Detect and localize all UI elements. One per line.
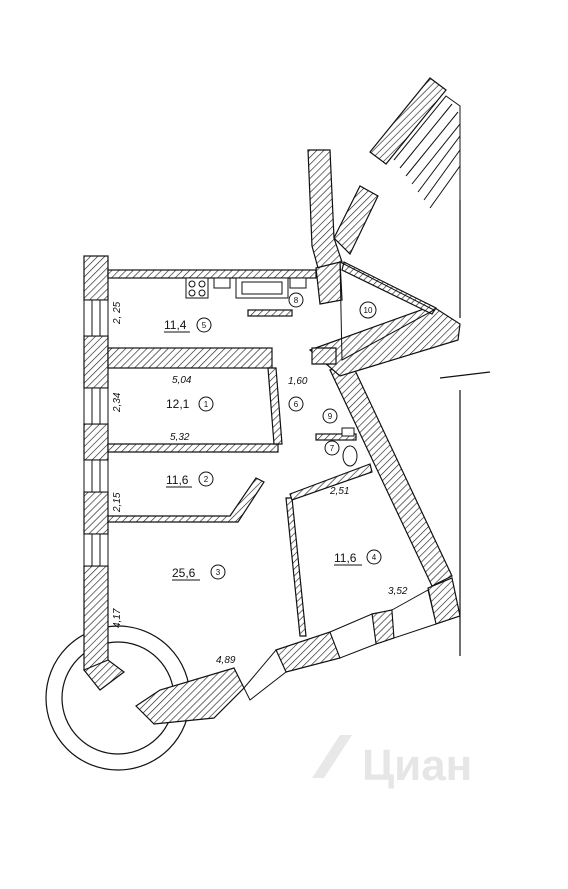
wall-hall-right — [311, 347, 337, 365]
room-3-label: 25,6 3 — [172, 564, 226, 581]
left-wall-mid2 — [83, 423, 109, 461]
room-10-outline — [339, 261, 436, 361]
frame-lines — [439, 200, 491, 656]
room-9-number: 9 — [328, 412, 333, 421]
wall-room1-right — [267, 367, 283, 445]
exterior-walls — [83, 77, 461, 725]
stair-wall-lower — [308, 305, 461, 377]
washbasin-icon — [289, 277, 307, 289]
wall-room1-room2 — [107, 443, 279, 453]
room-3-area: 25,6 — [172, 566, 196, 580]
dim-504: 5,04 — [172, 375, 192, 386]
bottom-wall-2 — [275, 631, 341, 673]
left-wall-mid3 — [83, 491, 109, 535]
room-6-number: 6 — [294, 400, 299, 409]
windows — [83, 299, 437, 701]
room-4-number: 4 — [372, 553, 377, 562]
dim-532: 5,32 — [170, 432, 190, 443]
dim-251: 2,51 — [329, 486, 349, 497]
wall-room3-room4 — [285, 497, 307, 637]
watermark-logo-icon — [312, 735, 352, 778]
room-5-number: 5 — [202, 321, 207, 330]
dim-234: 2,34 — [112, 392, 123, 413]
room-1-number: 1 — [204, 400, 209, 409]
left-wall-mid1 — [83, 335, 109, 389]
wall-room4-top — [289, 463, 373, 501]
bay-wall — [83, 659, 125, 691]
room-1-label: 12,1 1 — [166, 396, 214, 412]
stair-bottom-wall — [333, 185, 379, 256]
dim-417: 4,17 — [112, 608, 123, 628]
kitchen-fixtures — [185, 277, 358, 467]
dim-225: 2, 25 — [112, 301, 123, 325]
room-2-label: 11,6 2 — [166, 471, 214, 488]
room-10-label: 10 — [359, 301, 377, 319]
dim-489: 4,89 — [216, 655, 236, 666]
wall-kitchen-top — [107, 269, 317, 279]
room-1-area: 12,1 — [166, 397, 190, 411]
room-7-label: 7 — [324, 440, 340, 456]
small-room-wall — [315, 261, 343, 305]
dim-215: 2,15 — [112, 492, 123, 513]
left-wall-low — [83, 565, 109, 671]
room-3-number: 3 — [216, 568, 221, 577]
upper-central-wall — [307, 149, 343, 269]
toilet-icon — [342, 445, 358, 467]
room-8-number: 8 — [294, 296, 299, 305]
left-wall-top — [83, 255, 109, 301]
room-10-number: 10 — [364, 306, 373, 315]
room-6-label: 6 — [288, 396, 304, 412]
room-5-area: 11,4 — [164, 318, 187, 332]
watermark: Циан — [312, 735, 472, 790]
staircase — [393, 95, 461, 209]
room-9-label: 9 — [322, 408, 338, 424]
dim-160: 1,60 — [288, 376, 308, 387]
wall-kitchen-room1 — [107, 347, 273, 369]
room-4-area: 11,6 — [334, 551, 357, 565]
room-4-label: 11,6 4 — [334, 549, 382, 566]
sink-icon — [213, 277, 231, 289]
room-8-label: 8 — [288, 292, 304, 308]
watermark-text: Циан — [362, 741, 472, 790]
room-2-area: 11,6 — [166, 473, 189, 487]
stair-wall-upper — [369, 77, 447, 165]
wall-corridor-upper — [247, 309, 293, 317]
wall-wc — [315, 433, 357, 441]
bottom-wall-1 — [135, 667, 245, 725]
room-7-number: 7 — [330, 444, 335, 453]
dim-352: 3,52 — [388, 586, 408, 597]
room-2-number: 2 — [204, 475, 209, 484]
room-5-label: 11,4 5 — [164, 317, 212, 333]
wall-room2-room3 — [107, 477, 265, 523]
dimension-labels: 2, 25 2,34 2,15 4,17 5,04 5,32 1,60 2,51… — [112, 301, 408, 666]
room-labels: 11,4 5 12,1 1 11,6 2 25,6 3 11,6 4 — [164, 292, 382, 581]
